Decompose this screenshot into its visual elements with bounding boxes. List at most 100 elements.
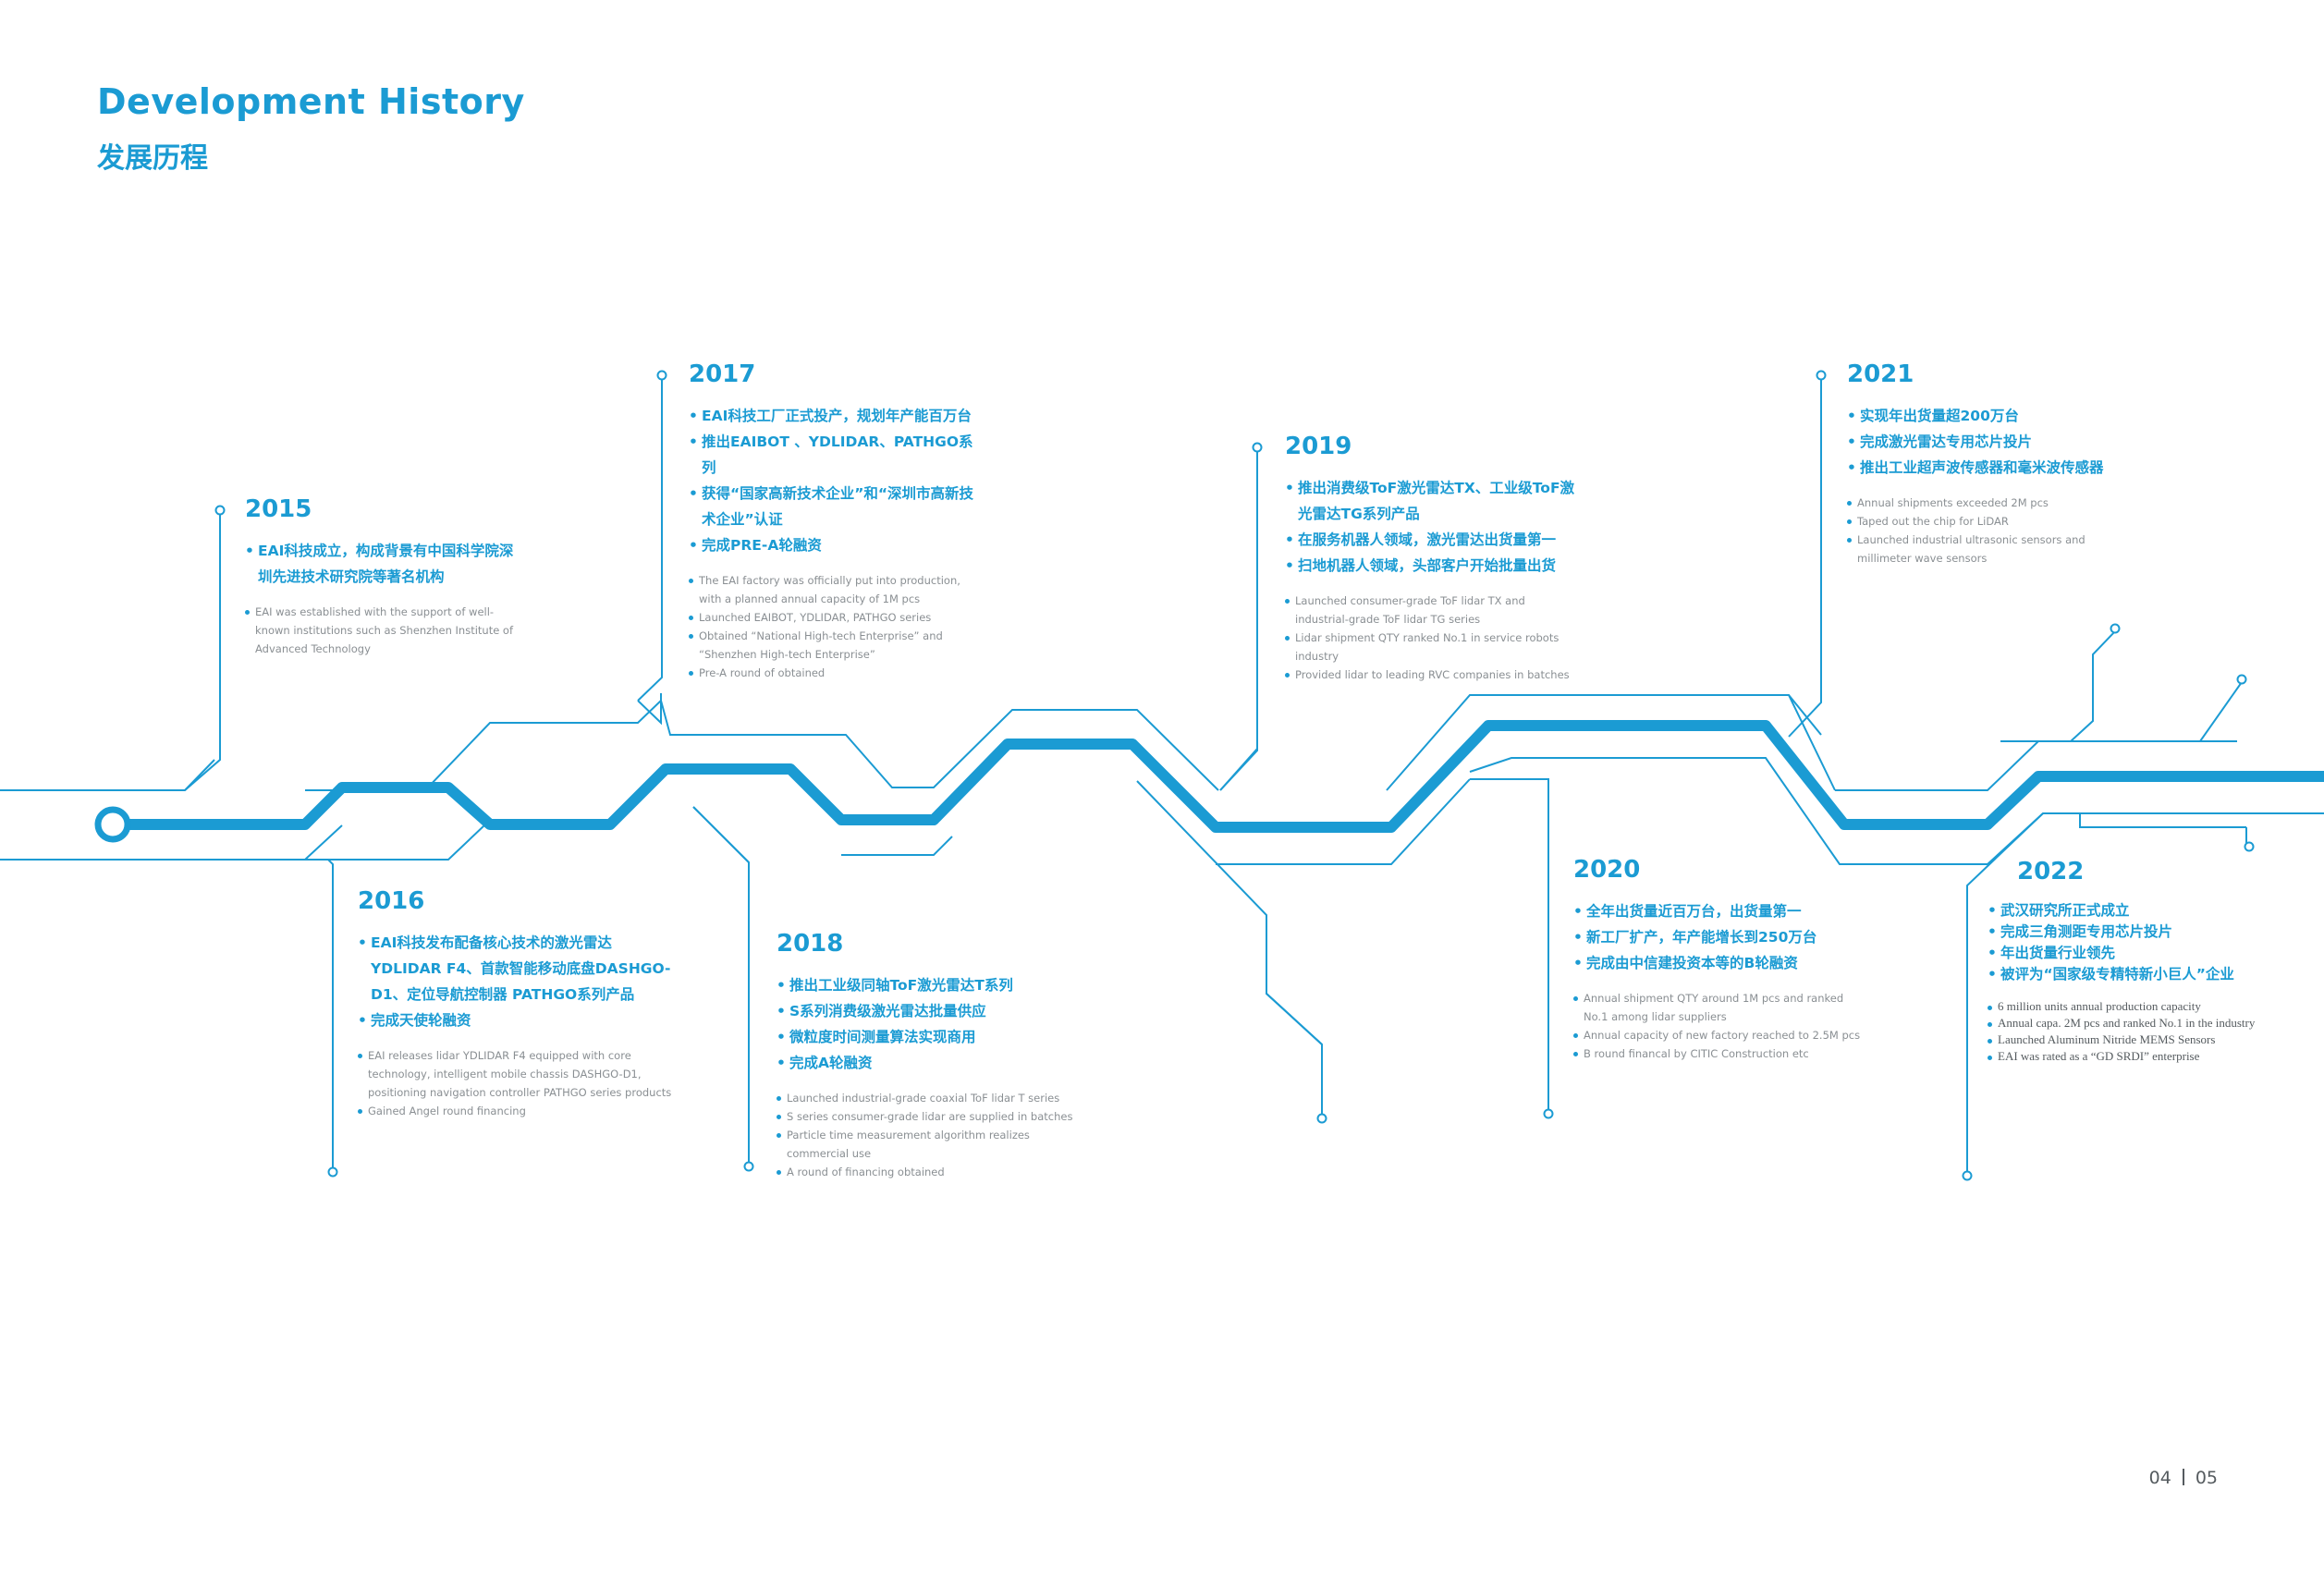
milestone-en-item: Launched industrial ultrasonic sensors a… (1847, 531, 2134, 568)
timeline-upper-rail-4 (660, 700, 1219, 791)
milestone-cn-item: 完成A轮融资 (777, 1050, 1091, 1076)
page-subtitle: 发展历程 (97, 142, 208, 175)
timeline-right-branch-b (2071, 681, 2243, 742)
milestone-year: 2020 (1573, 856, 1641, 884)
page-number-left: 04 (2148, 1468, 2171, 1488)
timeline-lower-rail-3 (328, 824, 555, 861)
milestone-year: 2021 (1847, 360, 1914, 388)
milestone-cn-item: EAI科技工厂正式投产，规划年产能百万台 (689, 403, 985, 429)
timeline-upper-rail-6 (1386, 694, 1836, 791)
milestone-cn-list: 武汉研究所正式成立 完成三角测距专用芯片投片 年出货量行业领先 被评为“国家级专… (1988, 900, 2274, 985)
page-title: Development History (97, 81, 525, 122)
milestone-en-item: Annual shipment QTY around 1M pcs and ra… (1573, 989, 1869, 1026)
page-number-divider (2182, 1469, 2184, 1485)
milestone-en-item: Launched industrial-grade coaxial ToF li… (777, 1089, 1091, 1107)
milestone-cn-item: 推出消费级ToF激光雷达TX、工业级ToF激光雷达TG系列产品 (1285, 475, 1581, 527)
node-2019 (1252, 442, 1263, 453)
milestone-en-item: The EAI factory was officially put into … (689, 571, 985, 608)
milestone-2019: 2019 推出消费级ToF激光雷达TX、工业级ToF激光雷达TG系列产品 在服务… (1285, 433, 1581, 684)
node-2022 (1962, 1170, 1973, 1181)
milestone-cn-item: 完成激光雷达专用芯片投片 (1847, 429, 2134, 455)
connector-2019-down (1266, 915, 1323, 1118)
connector-2022 (1966, 812, 2044, 1176)
connector-2021 (1788, 375, 1822, 738)
milestone-2021: 2021 实现年出货量超200万台 完成激光雷达专用芯片投片 推出工业超声波传感… (1847, 360, 2134, 568)
milestone-cn-list: EAI科技成立，构成背景有中国科学院深圳先进技术研究院等著名机构 (245, 538, 522, 590)
milestone-en-item: Gained Angel round financing (358, 1102, 672, 1120)
milestone-en-item: A round of financing obtained (777, 1163, 1091, 1181)
connector-2015 (184, 510, 221, 791)
milestone-cn-list: EAI科技工厂正式投产，规划年产能百万台 推出EAIBOT 、YDLIDAR、P… (689, 403, 985, 558)
milestone-en-item: Provided lidar to leading RVC companies … (1285, 665, 1581, 684)
milestone-cn-list: 全年出货量近百万台，出货量第一 新工厂扩产，年产能增长到250万台 完成由中信建… (1573, 898, 1869, 976)
timeline-lower-rail-6 (1136, 780, 1323, 1045)
milestone-cn-list: EAI科技发布配备核心技术的激光雷达YDLIDAR F4、首款智能移动底盘DAS… (358, 930, 672, 1033)
milestone-en-item: Particle time measurement algorithm real… (777, 1126, 1091, 1163)
milestone-en-item: Launched consumer-grade ToF lidar TX and… (1285, 592, 1581, 629)
milestone-en-item: Launched Aluminum Nitride MEMS Sensors (1988, 1032, 2274, 1048)
milestone-en-list: Launched consumer-grade ToF lidar TX and… (1285, 592, 1581, 684)
milestone-en-list: 6 million units annual production capaci… (1988, 998, 2274, 1065)
milestone-en-item: B round financal by CITIC Construction e… (1573, 1044, 1869, 1063)
milestone-en-item: Annual shipments exceeded 2M pcs (1847, 494, 2134, 512)
connector-2016 (327, 859, 334, 1172)
milestone-en-item: EAI was established with the support of … (245, 603, 522, 658)
milestone-cn-item: EAI科技发布配备核心技术的激光雷达YDLIDAR F4、首款智能移动底盘DAS… (358, 930, 672, 1007)
milestone-en-item: 6 million units annual production capaci… (1988, 998, 2274, 1015)
milestone-2016: 2016 EAI科技发布配备核心技术的激光雷达YDLIDAR F4、首款智能移动… (358, 887, 672, 1120)
node-2019-end (1316, 1113, 1327, 1124)
milestone-cn-item: S系列消费级激光雷达批量供应 (777, 998, 1091, 1024)
milestone-cn-item: 扫地机器人领域，头部客户开始批量出货 (1285, 553, 1581, 579)
timeline-lower-rail-9 (2043, 812, 2246, 828)
milestone-cn-item: 完成三角测距专用芯片投片 (1988, 922, 2274, 943)
node-2018 (743, 1161, 754, 1172)
milestone-cn-item: 实现年出货量超200万台 (1847, 403, 2134, 429)
timeline-lower-rail (0, 824, 343, 861)
milestone-en-item: Lidar shipment QTY ranked No.1 in servic… (1285, 629, 1581, 665)
timeline-lower-rail-5 (841, 836, 953, 856)
milestone-en-item: Pre-A round of obtained (689, 664, 985, 682)
node-branch-a (2110, 623, 2121, 634)
node-2015 (214, 505, 226, 516)
milestone-cn-item: 推出EAIBOT 、YDLIDAR、PATHGO系列 (689, 429, 985, 481)
milestone-2017: 2017 EAI科技工厂正式投产，规划年产能百万台 推出EAIBOT 、YDLI… (689, 360, 985, 682)
milestone-2020: 2020 全年出货量近百万台，出货量第一 新工厂扩产，年产能增长到250万台 完… (1573, 856, 1869, 1063)
milestone-cn-item: 推出工业超声波传感器和毫米波传感器 (1847, 455, 2134, 481)
milestone-cn-list: 实现年出货量超200万台 完成激光雷达专用芯片投片 推出工业超声波传感器和毫米波… (1847, 403, 2134, 481)
milestone-year: 2022 (2017, 858, 2085, 885)
connector-2018 (692, 806, 750, 1166)
timeline-start-node (94, 806, 131, 843)
milestone-cn-item: 推出工业级同轴ToF激光雷达T系列 (777, 972, 1091, 998)
milestone-cn-item: 在服务机器人领域，激光雷达出货量第一 (1285, 527, 1581, 553)
milestone-en-item: Launched EAIBOT, YDLIDAR, PATHGO series (689, 608, 985, 627)
milestone-2015: 2015 EAI科技成立，构成背景有中国科学院深圳先进技术研究院等著名机构 EA… (245, 495, 522, 658)
milestone-cn-item: 获得“国家高新技术企业”和“深圳市高新技术企业”认证 (689, 481, 985, 532)
milestone-cn-item: 新工厂扩产，年产能增长到250万台 (1573, 924, 1869, 950)
timeline-upper-rail-7 (1788, 694, 1822, 736)
milestone-cn-list: 推出工业级同轴ToF激光雷达T系列 S系列消费级激光雷达批量供应 微粒度时间测量… (777, 972, 1091, 1076)
milestone-en-item: S series consumer-grade lidar are suppli… (777, 1107, 1091, 1126)
milestone-en-list: The EAI factory was officially put into … (689, 571, 985, 682)
milestone-en-list: Annual shipments exceeded 2M pcs Taped o… (1847, 494, 2134, 568)
milestone-cn-item: 完成由中信建投资本等的B轮融资 (1573, 950, 1869, 976)
milestone-en-item: Annual capa. 2M pcs and ranked No.1 in t… (1988, 1015, 2274, 1032)
milestone-cn-item: 年出货量行业领先 (1988, 943, 2274, 964)
milestone-cn-item: 全年出货量近百万台，出货量第一 (1573, 898, 1869, 924)
milestone-en-item: EAI was rated as a “GD SRDI” enterprise (1988, 1048, 2274, 1065)
milestone-en-item: Obtained “National High-tech Enterprise”… (689, 627, 985, 664)
timeline-upper-rail-2 (305, 700, 662, 791)
milestone-en-list: EAI releases lidar YDLIDAR F4 equipped w… (358, 1046, 672, 1120)
milestone-cn-item: 微粒度时间测量算法实现商用 (777, 1024, 1091, 1050)
milestone-year: 2019 (1285, 433, 1352, 460)
page-number-right: 05 (2195, 1468, 2218, 1488)
connector-2017 (637, 375, 663, 702)
timeline-main-track (113, 720, 2324, 833)
milestone-cn-item: 完成天使轮融资 (358, 1007, 672, 1033)
node-2017 (656, 370, 667, 381)
node-2016 (327, 1166, 338, 1178)
node-2020 (1543, 1108, 1554, 1119)
milestone-en-item: EAI releases lidar YDLIDAR F4 equipped w… (358, 1046, 672, 1102)
milestone-cn-item: 完成PRE-A轮融资 (689, 532, 985, 558)
milestone-cn-item: EAI科技成立，构成背景有中国科学院深圳先进技术研究院等著名机构 (245, 538, 522, 590)
